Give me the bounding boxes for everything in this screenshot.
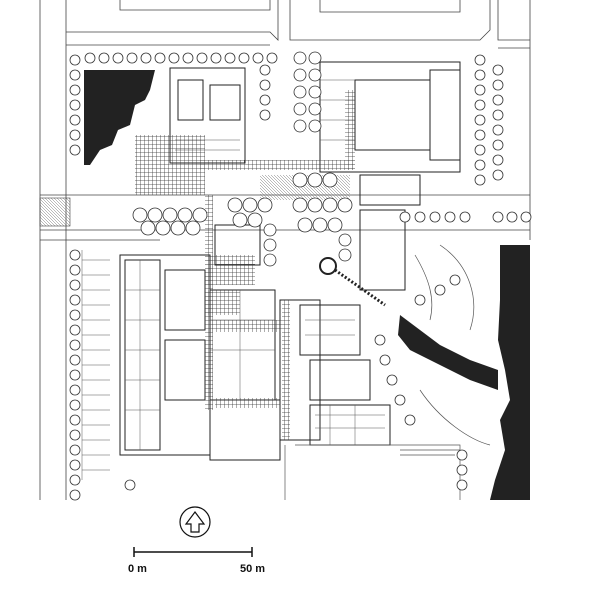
east-lawn bbox=[414, 244, 491, 446]
parking-west bbox=[81, 250, 110, 480]
trees bbox=[69, 51, 532, 501]
scale-start-label: 0 m bbox=[128, 563, 147, 575]
crosswalk bbox=[39, 197, 71, 227]
fountain bbox=[319, 257, 337, 275]
north-arrow-icon bbox=[179, 506, 211, 538]
street-network bbox=[39, 0, 531, 500]
water-areas bbox=[84, 70, 530, 500]
interior-walls bbox=[125, 79, 385, 450]
scale-end-label: 50 m bbox=[240, 563, 266, 575]
south-field bbox=[284, 444, 461, 500]
scale-bar bbox=[133, 547, 253, 557]
arcade-walkways bbox=[135, 90, 355, 440]
